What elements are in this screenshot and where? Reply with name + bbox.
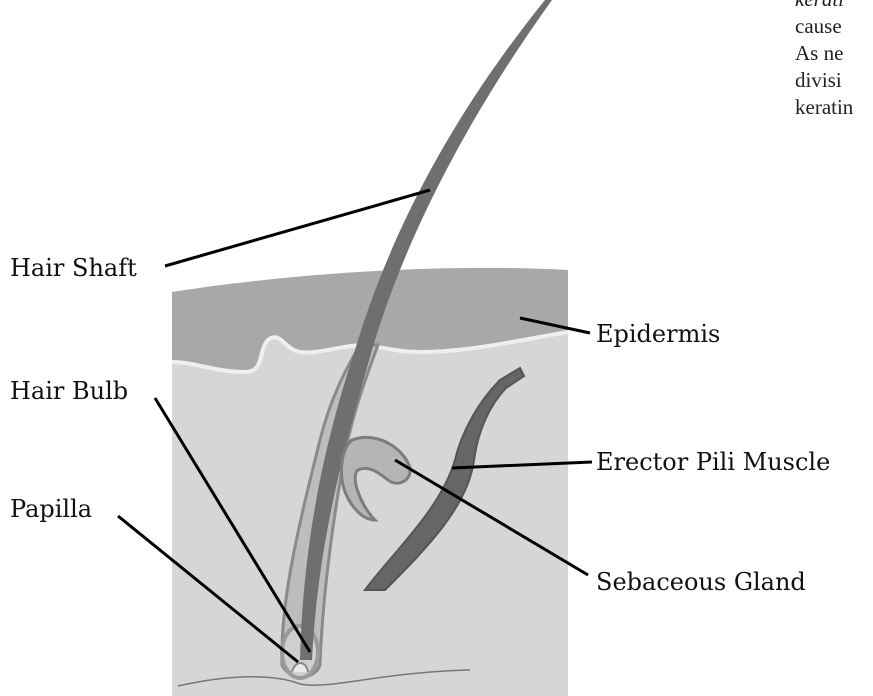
paragraph-line-4: divisi <box>795 67 873 94</box>
label-epidermis: Epidermis <box>596 322 720 346</box>
paragraph-line-2: cause <box>795 13 873 40</box>
label-erector-pili-muscle: Erector Pili Muscle <box>596 450 830 474</box>
label-hair-shaft: Hair Shaft <box>10 256 137 280</box>
paragraph-line-1: kerati <box>795 0 873 13</box>
label-hair-bulb: Hair Bulb <box>10 379 128 403</box>
paragraph-line-3: As ne <box>795 40 873 67</box>
paragraph-fragment: kerati cause As ne divisi keratin <box>795 0 873 121</box>
label-sebaceous-gland: Sebaceous Gland <box>596 570 806 594</box>
label-papilla: Papilla <box>10 497 92 521</box>
paragraph-line-5: keratin <box>795 94 873 121</box>
